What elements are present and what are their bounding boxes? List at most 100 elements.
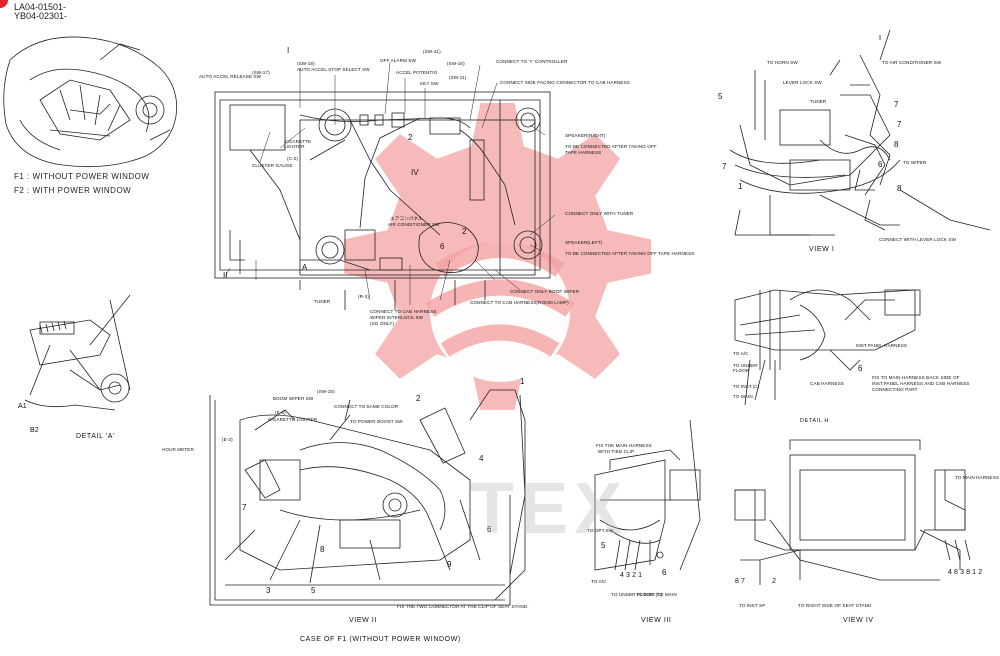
detail-h-fix-2: INST.PANEL HARNESS AND CAB HARNESS [872, 381, 970, 386]
label-tbc-2: TO BE CONNECTED AFTER TAKING OFF TAPE HA… [565, 251, 695, 256]
label-c2: (C-2) [287, 156, 298, 161]
label-tbc-1: TO BE CONNECTED AFTER TAKING OFF [565, 144, 657, 149]
label-sw17: (SW-17) [252, 70, 270, 75]
detail-h-cab-harness: CAB HARNESS [810, 381, 845, 386]
detail-a-label-a1: A1 [18, 403, 27, 410]
view-i-aircon: TO AIR CONDITIONER SW [882, 60, 942, 65]
label-connect-cab-harness-wiper: CONNECT TO CAB HARNESS [370, 309, 437, 314]
view-ii-boom-wiper: BOOM WIPER SW [273, 396, 314, 401]
caption-view-iii: VIEW III [641, 617, 672, 624]
label-auto-accel-stop-select: AUTO ACCEL STOP SELECT SW [297, 67, 370, 72]
view-i-drawing [729, 29, 991, 236]
view-i-n8a: 8 [894, 140, 899, 149]
view-i-n8b: 8 [897, 184, 902, 193]
view-iii-nums: 4 3 2 1 [620, 572, 643, 579]
detail-h-under-floor: TO UNDER FLOOR [733, 363, 758, 373]
view-ii-hour-meter: HOUR METER [162, 447, 194, 452]
view-iii-to-main: TO MAIN [657, 592, 677, 597]
label-speaker-right: SPEAKER(RIGHT) [565, 133, 606, 138]
doc-header: LA04-01501- YB04-02301- [14, 3, 67, 21]
view-iii-n5: 5 [601, 541, 606, 550]
label-sw41: (SW-41) [423, 49, 441, 54]
view-ii-sw15: (SW-15) [317, 389, 335, 394]
label-aircon-sw: AIR CONDITIONER SW [388, 222, 440, 227]
view-i-n6: 6 [878, 160, 883, 169]
view-iii-n6: 6 [662, 568, 667, 577]
main-panel-leaders [224, 61, 556, 305]
label-6-mark: 6 [440, 242, 445, 251]
label-tape-harness-1: TAPE HARNESS [565, 150, 602, 155]
caption-view-iv: VIEW IV [843, 617, 874, 624]
label-jp-panel: エアコンパネル [390, 216, 423, 221]
label-r3: (R-3) [358, 294, 369, 299]
view-iv-n2: 2 [772, 578, 776, 585]
label-connect-room-lamp: CONNECT TO CAB HARNESS(ROOM LAMP) [470, 300, 569, 305]
view-ii-n1: 1 [520, 377, 525, 386]
view-ii-n9: 9 [447, 560, 452, 569]
caption-view-ii: VIEW II [349, 617, 377, 624]
detail-h-to-ac: TO A/C [733, 351, 749, 356]
detail-h-inst-c: TO INST.(C) [733, 384, 760, 389]
view-ii-power-boost: TO POWER BOOST SW [350, 419, 403, 424]
view-ii-n5: 5 [311, 586, 316, 595]
view-ii-n4: 4 [479, 454, 484, 463]
view-iii-to-inst: TO INST.(C) [636, 592, 663, 597]
view-ii-cigarette: CIGARETTE LIGHTER [268, 417, 318, 422]
main-panel-drawing [214, 91, 551, 310]
label-key-sw: KEY SW [420, 81, 439, 86]
detail-h-main: TO MAIN [733, 394, 753, 399]
view-ii-n7: 7 [242, 503, 247, 512]
view-i-n7c: 7 [722, 162, 727, 171]
label-connect-roof-wiper: CONNECT ONLY ROOF WIPER [510, 289, 580, 294]
caption-detail-h: DETAIL H [800, 418, 829, 424]
view-i-to-wiper: TO WIPER [903, 160, 927, 165]
cab-overview-sketch [3, 36, 178, 168]
label-accel-potentio: ACCEL POTENTIO [396, 70, 438, 75]
label-ii-mark: II [223, 271, 228, 280]
label-speaker-left: SPEAKER(LEFT) [565, 240, 603, 245]
caption-case-f1: CASE OF F1 (WITHOUT POWER WINDOW) [300, 636, 461, 643]
label-tuner: TUNER [314, 299, 331, 304]
caption-view-i: VIEW I [809, 246, 835, 253]
view-iii-drawing [594, 419, 701, 571]
view-iv-right-side: TO RIGHT SIDE OF SEAT STAND [798, 603, 872, 608]
view-i-lever-lock: LEVER LOCK SW [783, 80, 822, 85]
label-sw19: (SW-19) [297, 61, 315, 66]
watermark-text: TEX [470, 469, 629, 549]
view-ii-n6: 6 [487, 525, 492, 534]
view-iv-n8: 4 8 3 8 1 2 [948, 569, 983, 576]
caption-detail-a: DETAIL 'A' [76, 433, 116, 440]
legend-f2: F2 : WITH POWER WINDOW [14, 186, 132, 195]
view-ii-connect-same-color: CONNECT TO SAME COLOR [334, 404, 399, 409]
label-iv-mark: IV [411, 168, 419, 177]
label-cigarette-lighter: CIGARETTE LIGHTER [284, 139, 312, 149]
view-iii-under-floor: TO UNDER FLOOR [611, 592, 654, 597]
view-iii-to-opt: TO OPT.SW [587, 528, 614, 533]
label-cluster-gauge: CLUSTER GAUGE [252, 163, 293, 168]
view-iv-to-main-harness: TO MAIN HARNESS [955, 475, 1000, 480]
legend-f1: F1 : WITHOUT POWER WINDOW [14, 172, 150, 181]
detail-h-fix-1: FIX TO MAIN HARNESS BACK SIDE OF [872, 375, 960, 380]
view-iv-n87: 8 7 [735, 578, 746, 585]
label-2b-mark: 2 [462, 227, 467, 236]
label-connect-only-tuner: CONNECT ONLY WITH TUNER [565, 211, 634, 216]
view-ii-e3: (E-3) [222, 437, 233, 442]
view-iii-fix-main: FIX THE MAIN HARNESS [596, 443, 652, 448]
label-a-mark: A [302, 263, 308, 272]
label-auto-accel-release: AUTO ACCEL RELEASE SW [199, 74, 262, 79]
view-ii-n8: 8 [320, 545, 325, 554]
view-ii-fix-connector: FIX THE TWO CONNECTOR AT THE CLIP OF SEA… [397, 604, 529, 609]
view-iii-tied-clip: WITH TIED CLIP [598, 449, 635, 454]
detail-h-inst-panel: INST.PANEL HARNESS [856, 343, 908, 348]
label-sg-only: (SG ONLY) [370, 321, 395, 326]
corner-mark-icon [0, 0, 8, 8]
detail-a-drawing [24, 294, 131, 411]
view-ii-n2: 2 [416, 394, 421, 403]
view-i-tuner: TUNER [810, 99, 827, 104]
view-i-n7a: 7 [894, 100, 899, 109]
view-i-n7b: 7 [897, 120, 902, 129]
view-iv-drawing [734, 439, 971, 585]
label-wiper-interlock: WIPER INTERLOCK SW [370, 315, 424, 320]
detail-a-label-b2: B2 [30, 427, 39, 434]
